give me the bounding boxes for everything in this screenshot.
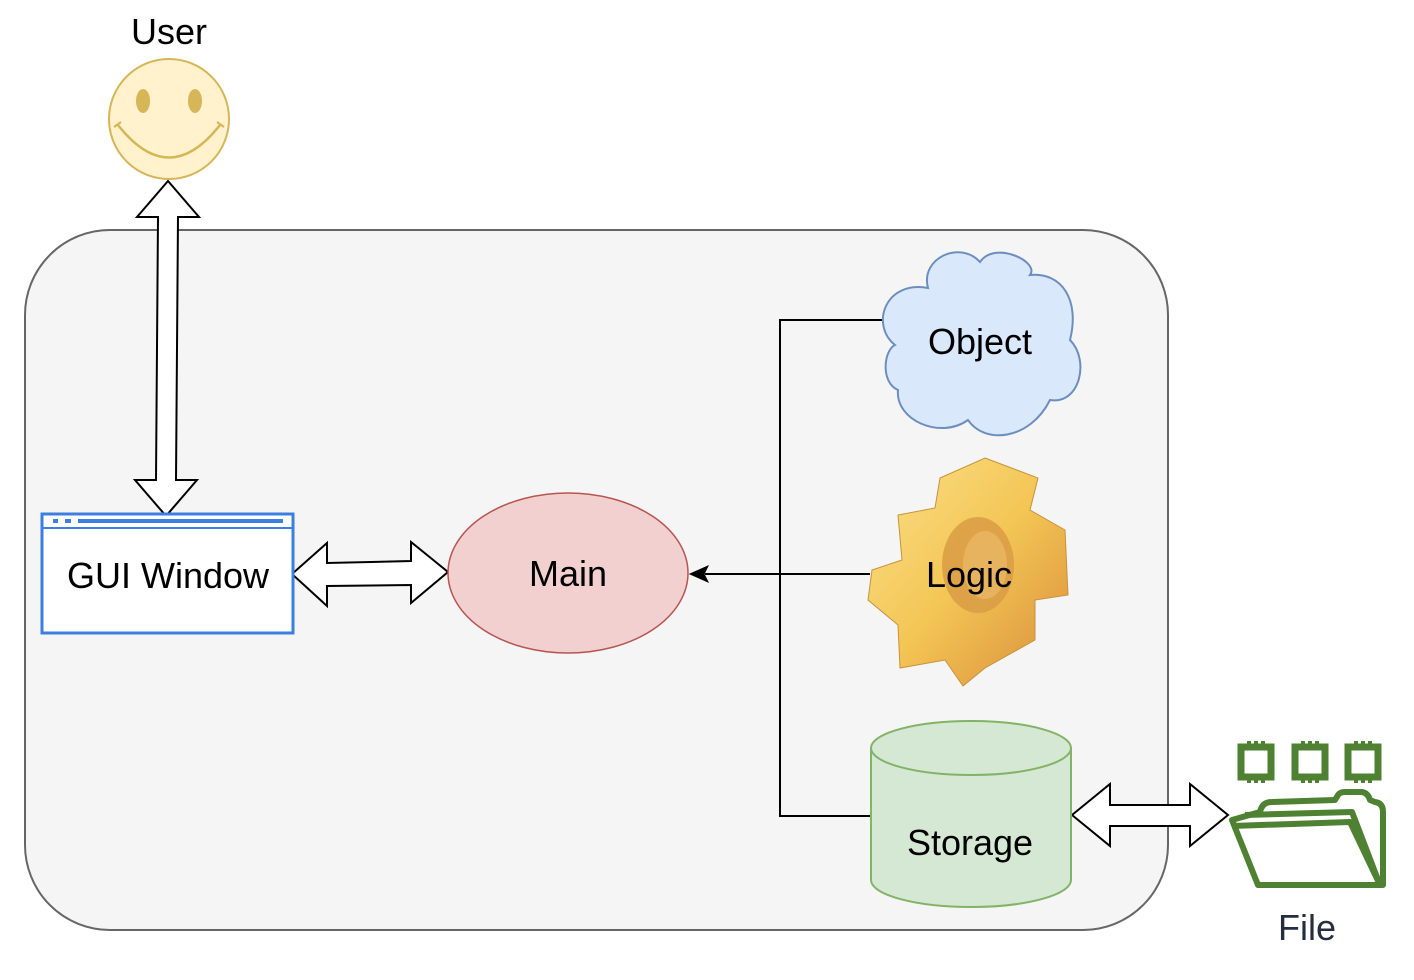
edge-object-main (779, 319, 884, 574)
user-label: User (131, 11, 207, 52)
gear-icon (867, 457, 1069, 687)
object-label: Object (928, 321, 1032, 362)
object-node[interactable]: Object (881, 251, 1082, 437)
smiley-icon (108, 58, 230, 180)
connector-lines (705, 319, 884, 817)
logic-node[interactable]: Logic (867, 457, 1069, 687)
arrowhead-main (688, 564, 710, 584)
main-label: Main (529, 553, 607, 594)
logic-label: Logic (926, 554, 1012, 595)
storage-label: Storage (907, 822, 1033, 863)
edge-storage-main (779, 574, 870, 817)
edge-storage-file-arrow (1070, 781, 1230, 849)
browser-window-icon (40, 512, 295, 635)
user-node[interactable]: User (108, 11, 230, 180)
main-node[interactable]: Main (447, 492, 689, 654)
gui-window-label: GUI Window (67, 555, 270, 596)
file-label: File (1278, 907, 1336, 948)
cloud-icon (881, 251, 1082, 437)
folder-icon (1229, 789, 1386, 888)
chip-icons (1237, 743, 1382, 781)
database-icon (870, 748, 1072, 908)
storage-node[interactable]: Storage (870, 720, 1072, 908)
gui-window-node[interactable]: GUI Window (40, 512, 295, 635)
file-node[interactable]: File (1229, 741, 1386, 948)
